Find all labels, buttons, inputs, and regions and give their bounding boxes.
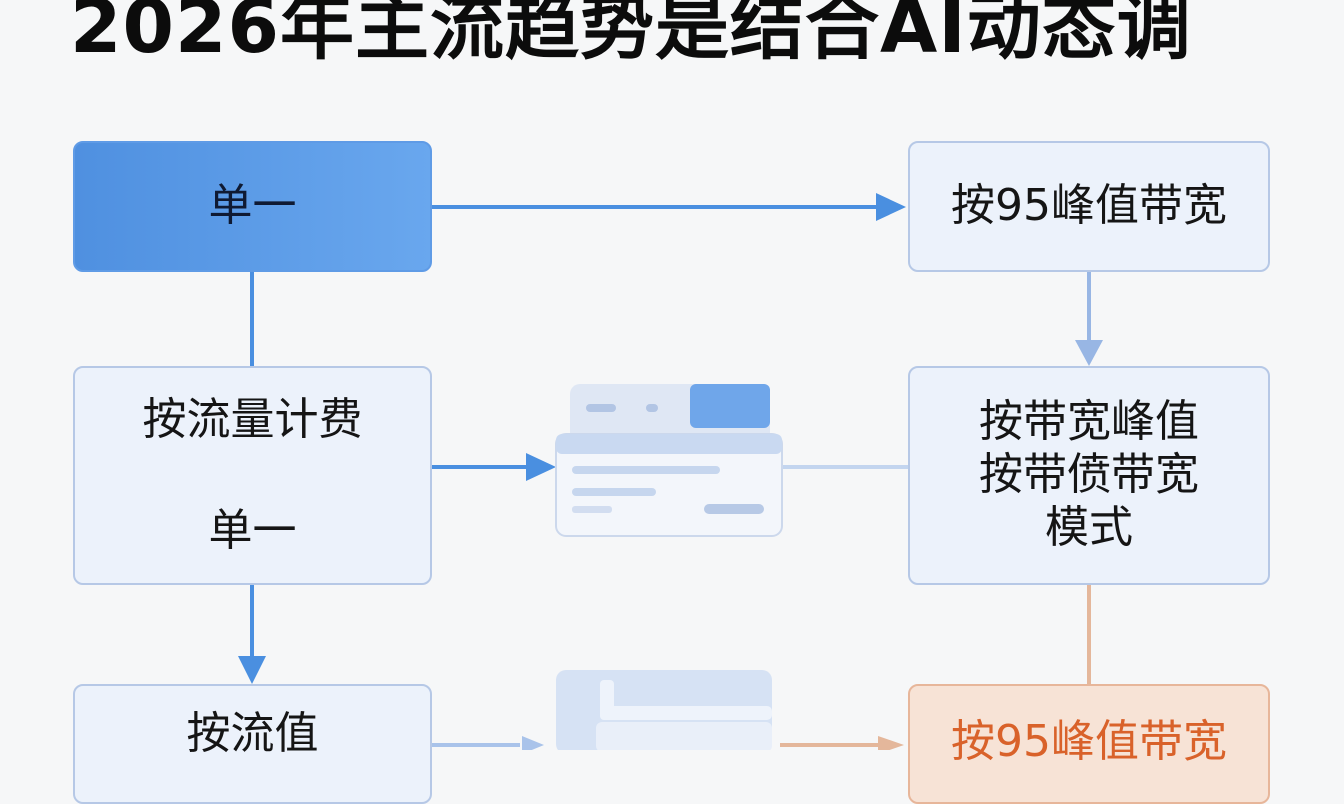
node-single-top: 单一 [73,141,432,272]
node-p95-top-label: 按95峰值带宽 [951,180,1227,232]
node-traffic: 按流量计费 单一 [73,366,432,585]
node-bandwidth-line1: 按带宽峰值 [979,396,1199,448]
connector-lines [238,193,1103,750]
card-icon [555,384,783,537]
node-bottom-right: 按95峰值带宽 [908,684,1270,804]
node-single-top-label: 单一 [208,180,297,232]
card-icon-bottom [556,670,772,750]
node-bandwidth: 按带宽峰值 按带偾带宽 模式 [908,366,1270,585]
arrowhead-bottom-left [522,736,544,750]
arrowhead-right-top [876,193,906,221]
node-traffic-sub: 单一 [208,504,297,556]
arrowhead-down-right [1075,340,1103,366]
arrowhead-bottom-right [878,736,904,750]
node-p95-top: 按95峰值带宽 [908,141,1270,272]
arrowhead-down-left [238,656,266,684]
page-title: 2026年主流趋势是结合AI动态调 [70,0,1192,70]
node-bandwidth-line2: 按带偾带宽 [979,449,1199,501]
node-bottom-left: 按流值 [73,684,432,804]
arrowhead-right-mid [526,453,556,481]
node-bandwidth-line3: 模式 [1045,501,1133,553]
node-traffic-label: 按流量计费 [142,393,363,445]
node-bottom-right-label: 按95峰值带宽 [951,716,1227,767]
node-bottom-left-label: 按流值 [186,708,319,759]
